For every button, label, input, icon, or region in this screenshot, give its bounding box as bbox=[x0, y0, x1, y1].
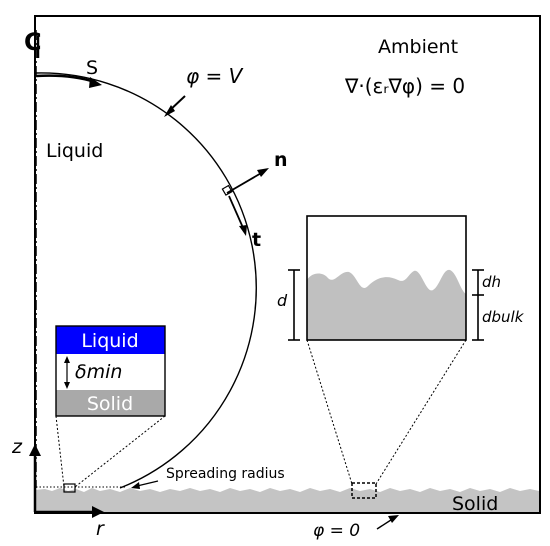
roughness-inset: d dh dbulk bbox=[277, 215, 525, 341]
roughness-projection-right bbox=[375, 339, 467, 485]
domain-boundary bbox=[34, 15, 541, 514]
inset-projection-left bbox=[55, 415, 65, 488]
rough-solid-profile bbox=[307, 269, 466, 340]
tangent-vector-head bbox=[239, 225, 247, 236]
r-axis-label: r bbox=[96, 518, 105, 540]
spreading-radius-pointer-head bbox=[131, 482, 140, 489]
liquid-ambient-interface bbox=[35, 72, 257, 489]
ground-potential-label: φ = 0 bbox=[313, 521, 360, 541]
ambient-label: Ambient bbox=[378, 36, 458, 58]
inset-gap-layer bbox=[56, 354, 165, 390]
inset-liquid-text: Liquid bbox=[81, 330, 138, 352]
normal-label: n bbox=[274, 149, 288, 171]
gap-arrowhead-top bbox=[64, 356, 70, 363]
inset-solid-layer bbox=[56, 390, 165, 416]
inset-frame bbox=[55, 325, 166, 417]
tangent-label: t bbox=[252, 229, 261, 251]
z-axis-label: z bbox=[11, 436, 23, 458]
z-axis-arrowhead bbox=[29, 444, 41, 456]
spreading-radius-label: Spreading radius bbox=[166, 466, 285, 482]
r-axis-arrowhead bbox=[92, 506, 104, 518]
inset-liquid-layer bbox=[56, 326, 165, 354]
dbulk-label: dbulk bbox=[482, 308, 525, 326]
d-label: d bbox=[277, 291, 288, 310]
liquid-label: Liquid bbox=[46, 140, 103, 162]
right-angle-marker bbox=[221, 184, 233, 196]
roughness-inset-frame bbox=[306, 215, 467, 341]
contact-zone-marker bbox=[63, 483, 76, 493]
layer-inset: Liquid Solid δmin bbox=[55, 325, 166, 417]
surface-potential-label: φ = V bbox=[186, 64, 244, 88]
normal-vector-head bbox=[257, 168, 269, 177]
surface-potential-pointer-head bbox=[164, 105, 175, 117]
arc-length-label: S bbox=[86, 57, 98, 79]
inset-projection-right bbox=[74, 415, 166, 488]
arc-length-arrowhead bbox=[89, 77, 102, 88]
normal-vector bbox=[226, 171, 264, 194]
solid-label: Solid bbox=[452, 493, 498, 515]
inset-solid-text: Solid bbox=[87, 393, 133, 415]
tangent-vector bbox=[228, 195, 245, 231]
laplace-equation: ∇·(εᵣ∇φ) = 0 bbox=[344, 74, 465, 98]
gap-arrowhead-bottom bbox=[64, 382, 70, 389]
solid-substrate bbox=[35, 488, 539, 512]
ground-potential-pointer-head bbox=[388, 515, 399, 523]
gap-label: δmin bbox=[75, 361, 122, 383]
dh-label: dh bbox=[482, 273, 501, 291]
roughness-zone-marker bbox=[351, 482, 377, 499]
spreading-radius-pointer bbox=[136, 480, 159, 487]
roughness-projection-left bbox=[306, 339, 353, 485]
